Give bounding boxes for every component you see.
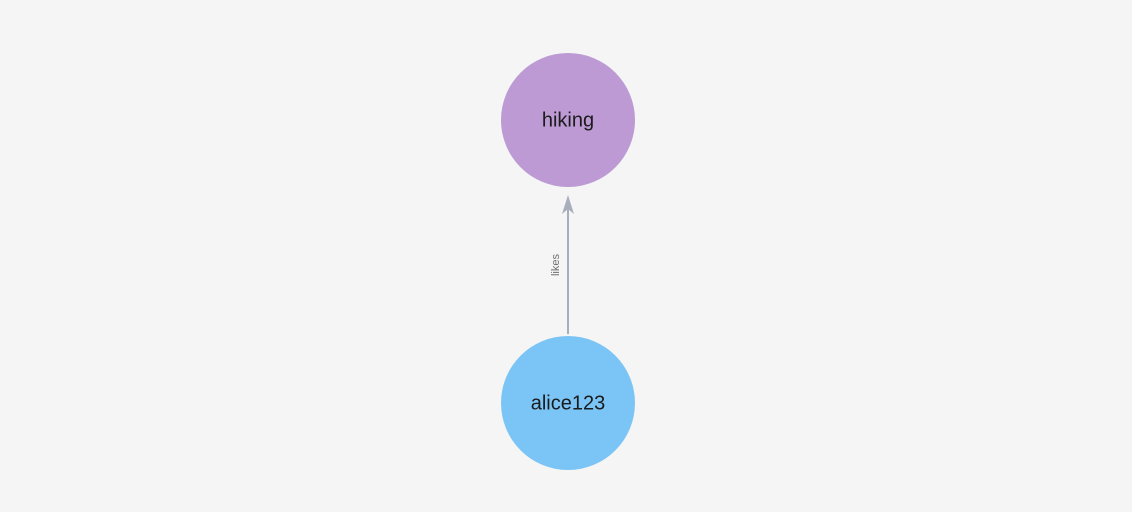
node-hiking[interactable]: hiking [501,53,635,187]
arrowhead-icon [562,195,574,214]
node-label-alice123: alice123 [531,392,606,414]
node-circle-hiking[interactable] [501,53,635,187]
node-label-hiking: hiking [542,109,594,131]
edge-alice123-likes-hiking[interactable]: likes [550,195,574,334]
node-circle-alice123[interactable] [501,336,635,470]
edge-label-likes: likes [550,254,562,277]
node-alice123[interactable]: alice123 [501,336,635,470]
